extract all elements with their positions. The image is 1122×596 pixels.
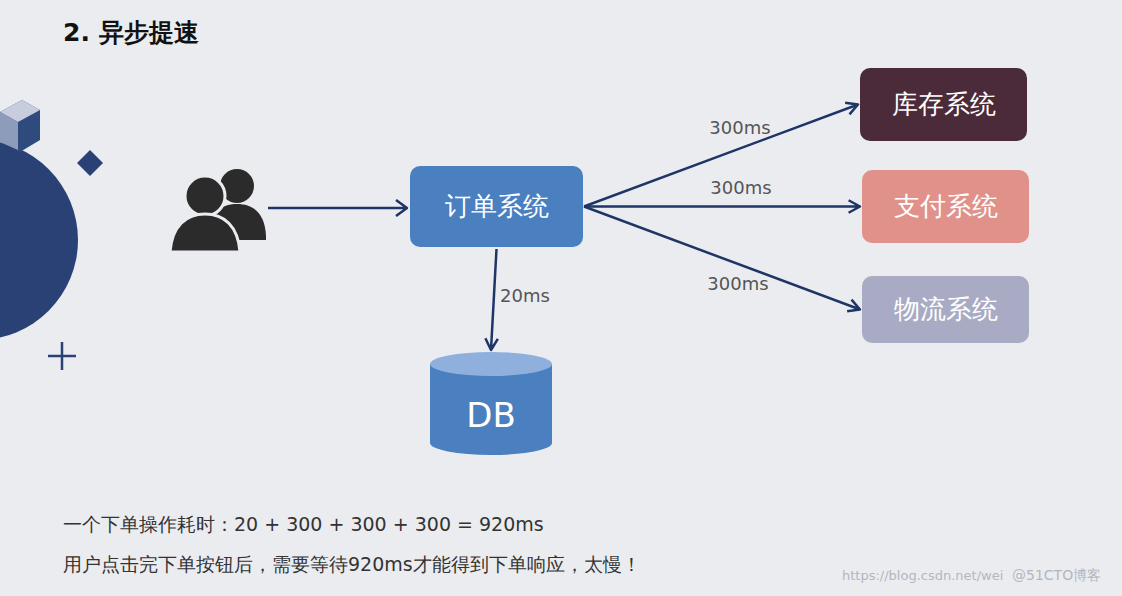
connector-arrow [485, 249, 497, 350]
deco-plus [48, 342, 76, 370]
note-text: 一个下单操作耗时：20 + 300 + 300 + 300 = 920ms [63, 512, 544, 538]
payment-system-box: 支付系统 [862, 170, 1029, 243]
watermark: https://blog.csdn.net/wei [842, 568, 1003, 583]
edge-label: 300ms [709, 117, 770, 138]
connector-arrow [584, 207, 860, 312]
node-label: 物流系统 [894, 292, 998, 327]
order-system-box: 订单系统 [410, 166, 583, 247]
database-cylinder: DB [430, 352, 552, 455]
watermark: @51CTO博客 [1012, 567, 1101, 585]
edge-label: 300ms [710, 177, 771, 198]
title: 2. 异步提速 [63, 16, 199, 49]
node-label: DB [466, 395, 516, 435]
deco-cube-side [0, 112, 18, 150]
deco-circle [0, 140, 78, 340]
deco-cube [0, 100, 40, 152]
connector-arrow [584, 200, 860, 212]
connector-arrow [584, 103, 858, 207]
note-text: 用户点击完下单按钮后，需要等待920ms才能得到下单响应，太慢！ [63, 552, 641, 578]
node-label: 支付系统 [894, 189, 998, 224]
node-label: 库存系统 [892, 87, 996, 122]
user-arrow [268, 200, 407, 216]
edge-label: 300ms [707, 273, 768, 294]
edge-label: 20ms [500, 285, 550, 306]
deco-diamond [77, 150, 103, 176]
node-label: 订单系统 [445, 189, 549, 224]
logistics-system-box: 物流系统 [862, 276, 1029, 343]
inventory-system-box: 库存系统 [860, 68, 1027, 141]
user-icon [170, 169, 266, 252]
